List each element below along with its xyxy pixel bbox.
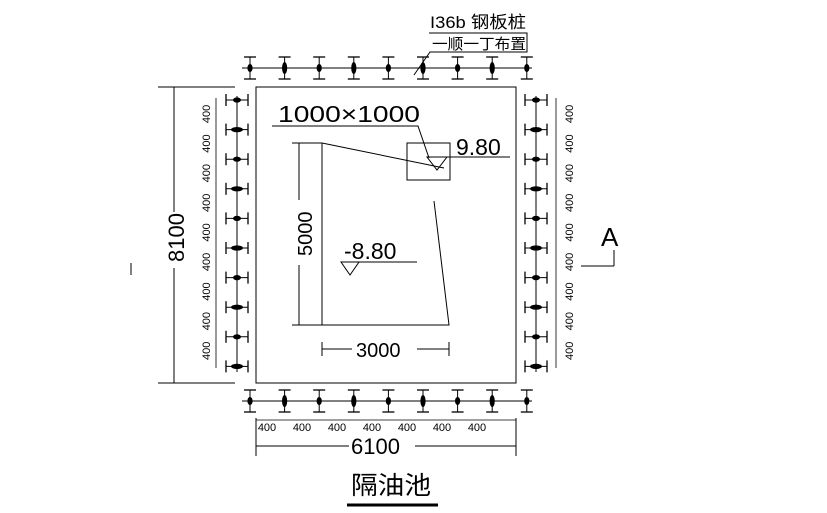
pile-spacing-label: 400 (293, 422, 311, 434)
pile-spacing-label: 400 (433, 422, 451, 434)
sheet-pile (486, 56, 499, 80)
bottom-elevation-label: -8.80 (344, 238, 396, 264)
pile-spacing-label: 400 (564, 342, 576, 360)
sheet-pile (382, 389, 395, 413)
pile-spacing-label: 400 (564, 253, 576, 271)
sheet-pile (524, 360, 548, 373)
sheet-pile (278, 56, 291, 80)
sheet-pile (347, 389, 360, 413)
sheet-pile (524, 212, 548, 225)
sheet-pile (524, 301, 548, 314)
sheet-pile (225, 301, 249, 314)
pile-spacing-label: 400 (201, 134, 213, 152)
pile-spacing-label: 400 (468, 422, 486, 434)
sheet-pile (382, 56, 395, 80)
sheet-pile (520, 56, 533, 80)
sheet-pile (225, 94, 249, 106)
sheet-pile (524, 330, 548, 343)
top-elevation-marker (425, 156, 449, 171)
pile-spacing-label: 400 (201, 253, 213, 271)
pile-spacing-labels-right: 400 400 400 400 400 400 400 400 400 (564, 105, 576, 360)
pile-spacing-label: 400 (201, 312, 213, 330)
sheet-pile (520, 389, 533, 413)
sheet-pile-column-right (524, 94, 548, 373)
sheet-pile (225, 212, 249, 225)
sheet-pile (347, 56, 360, 80)
pile-spacing-label: 400 (201, 105, 213, 123)
section-mark: A (601, 222, 619, 252)
pile-layout-note: 一顺一丁布置 (432, 36, 526, 53)
sheet-pile (278, 389, 291, 413)
sheet-pile (524, 123, 548, 136)
sheet-pile (451, 389, 464, 413)
sheet-pile (524, 182, 548, 195)
sheet-pile (417, 389, 429, 413)
pile-spacing-label: 400 (564, 134, 576, 152)
pile-spacing-label: 400 (363, 422, 381, 434)
drawing-title: 隔油池 (351, 471, 431, 500)
pile-spec-note: I36b 钢板桩 (430, 13, 526, 32)
opening-box (406, 142, 451, 181)
sheet-pile (486, 389, 499, 413)
pile-spacing-label: 400 (564, 282, 576, 300)
sheet-pile (225, 123, 249, 136)
overall-height-label: 8100 (164, 213, 189, 262)
pile-spacing-label: 400 (564, 164, 576, 182)
sheet-pile (244, 56, 256, 80)
sheet-pile-row-top (242, 56, 533, 80)
pile-spacing-label: 400 (201, 282, 213, 300)
pile-spacing-labels-bottom: 400 400 400 400 400 400 400 (258, 422, 486, 434)
sheet-pile (313, 389, 326, 413)
pile-note-leader (413, 32, 528, 76)
sheet-pile (225, 330, 249, 343)
sheet-pile (524, 242, 548, 254)
sheet-pile (225, 182, 249, 195)
tank-outline (321, 143, 450, 326)
sheet-pile (313, 56, 326, 80)
sheet-pile (225, 153, 249, 166)
pile-spacing-label: 400 (564, 105, 576, 123)
sheet-pile (225, 242, 249, 254)
top-elevation-label: 9.80 (456, 134, 501, 160)
pit-outline (255, 86, 517, 384)
overall-width-label: 6100 (351, 434, 400, 459)
sheet-pile (417, 56, 429, 80)
pile-spacing-label: 400 (564, 312, 576, 330)
slope-line (321, 142, 445, 169)
inner-height-label: 5000 (295, 212, 317, 257)
sheet-pile (524, 271, 548, 284)
pile-spacing-label: 400 (328, 422, 346, 434)
pile-spacing-label: 400 (201, 342, 213, 360)
pile-spacing-labels-left: 400 400 400 400 400 400 400 400 400 (201, 105, 213, 360)
sheet-pile-row-bottom (242, 389, 533, 413)
sheet-pile (524, 153, 548, 166)
opening-leader (272, 125, 430, 159)
pile-spacing-label: 400 (564, 223, 576, 241)
sheet-pile-column-left (225, 94, 249, 373)
pile-spacing-label: 400 (201, 223, 213, 241)
pile-spacing-label: 400 (398, 422, 416, 434)
sheet-pile (225, 360, 249, 373)
pile-spacing-label: 400 (201, 194, 213, 212)
sheet-pile (244, 389, 256, 413)
pile-spacing-label: 400 (564, 194, 576, 212)
sheet-pile (451, 56, 464, 80)
sheet-pile (225, 271, 249, 284)
opening-size-label: 1000×1000 (278, 101, 420, 127)
pile-spacing-label: 400 (201, 164, 213, 182)
inner-width-label: 3000 (356, 340, 401, 362)
sheet-pile (524, 94, 548, 106)
pile-spacing-label: 400 (258, 422, 276, 434)
